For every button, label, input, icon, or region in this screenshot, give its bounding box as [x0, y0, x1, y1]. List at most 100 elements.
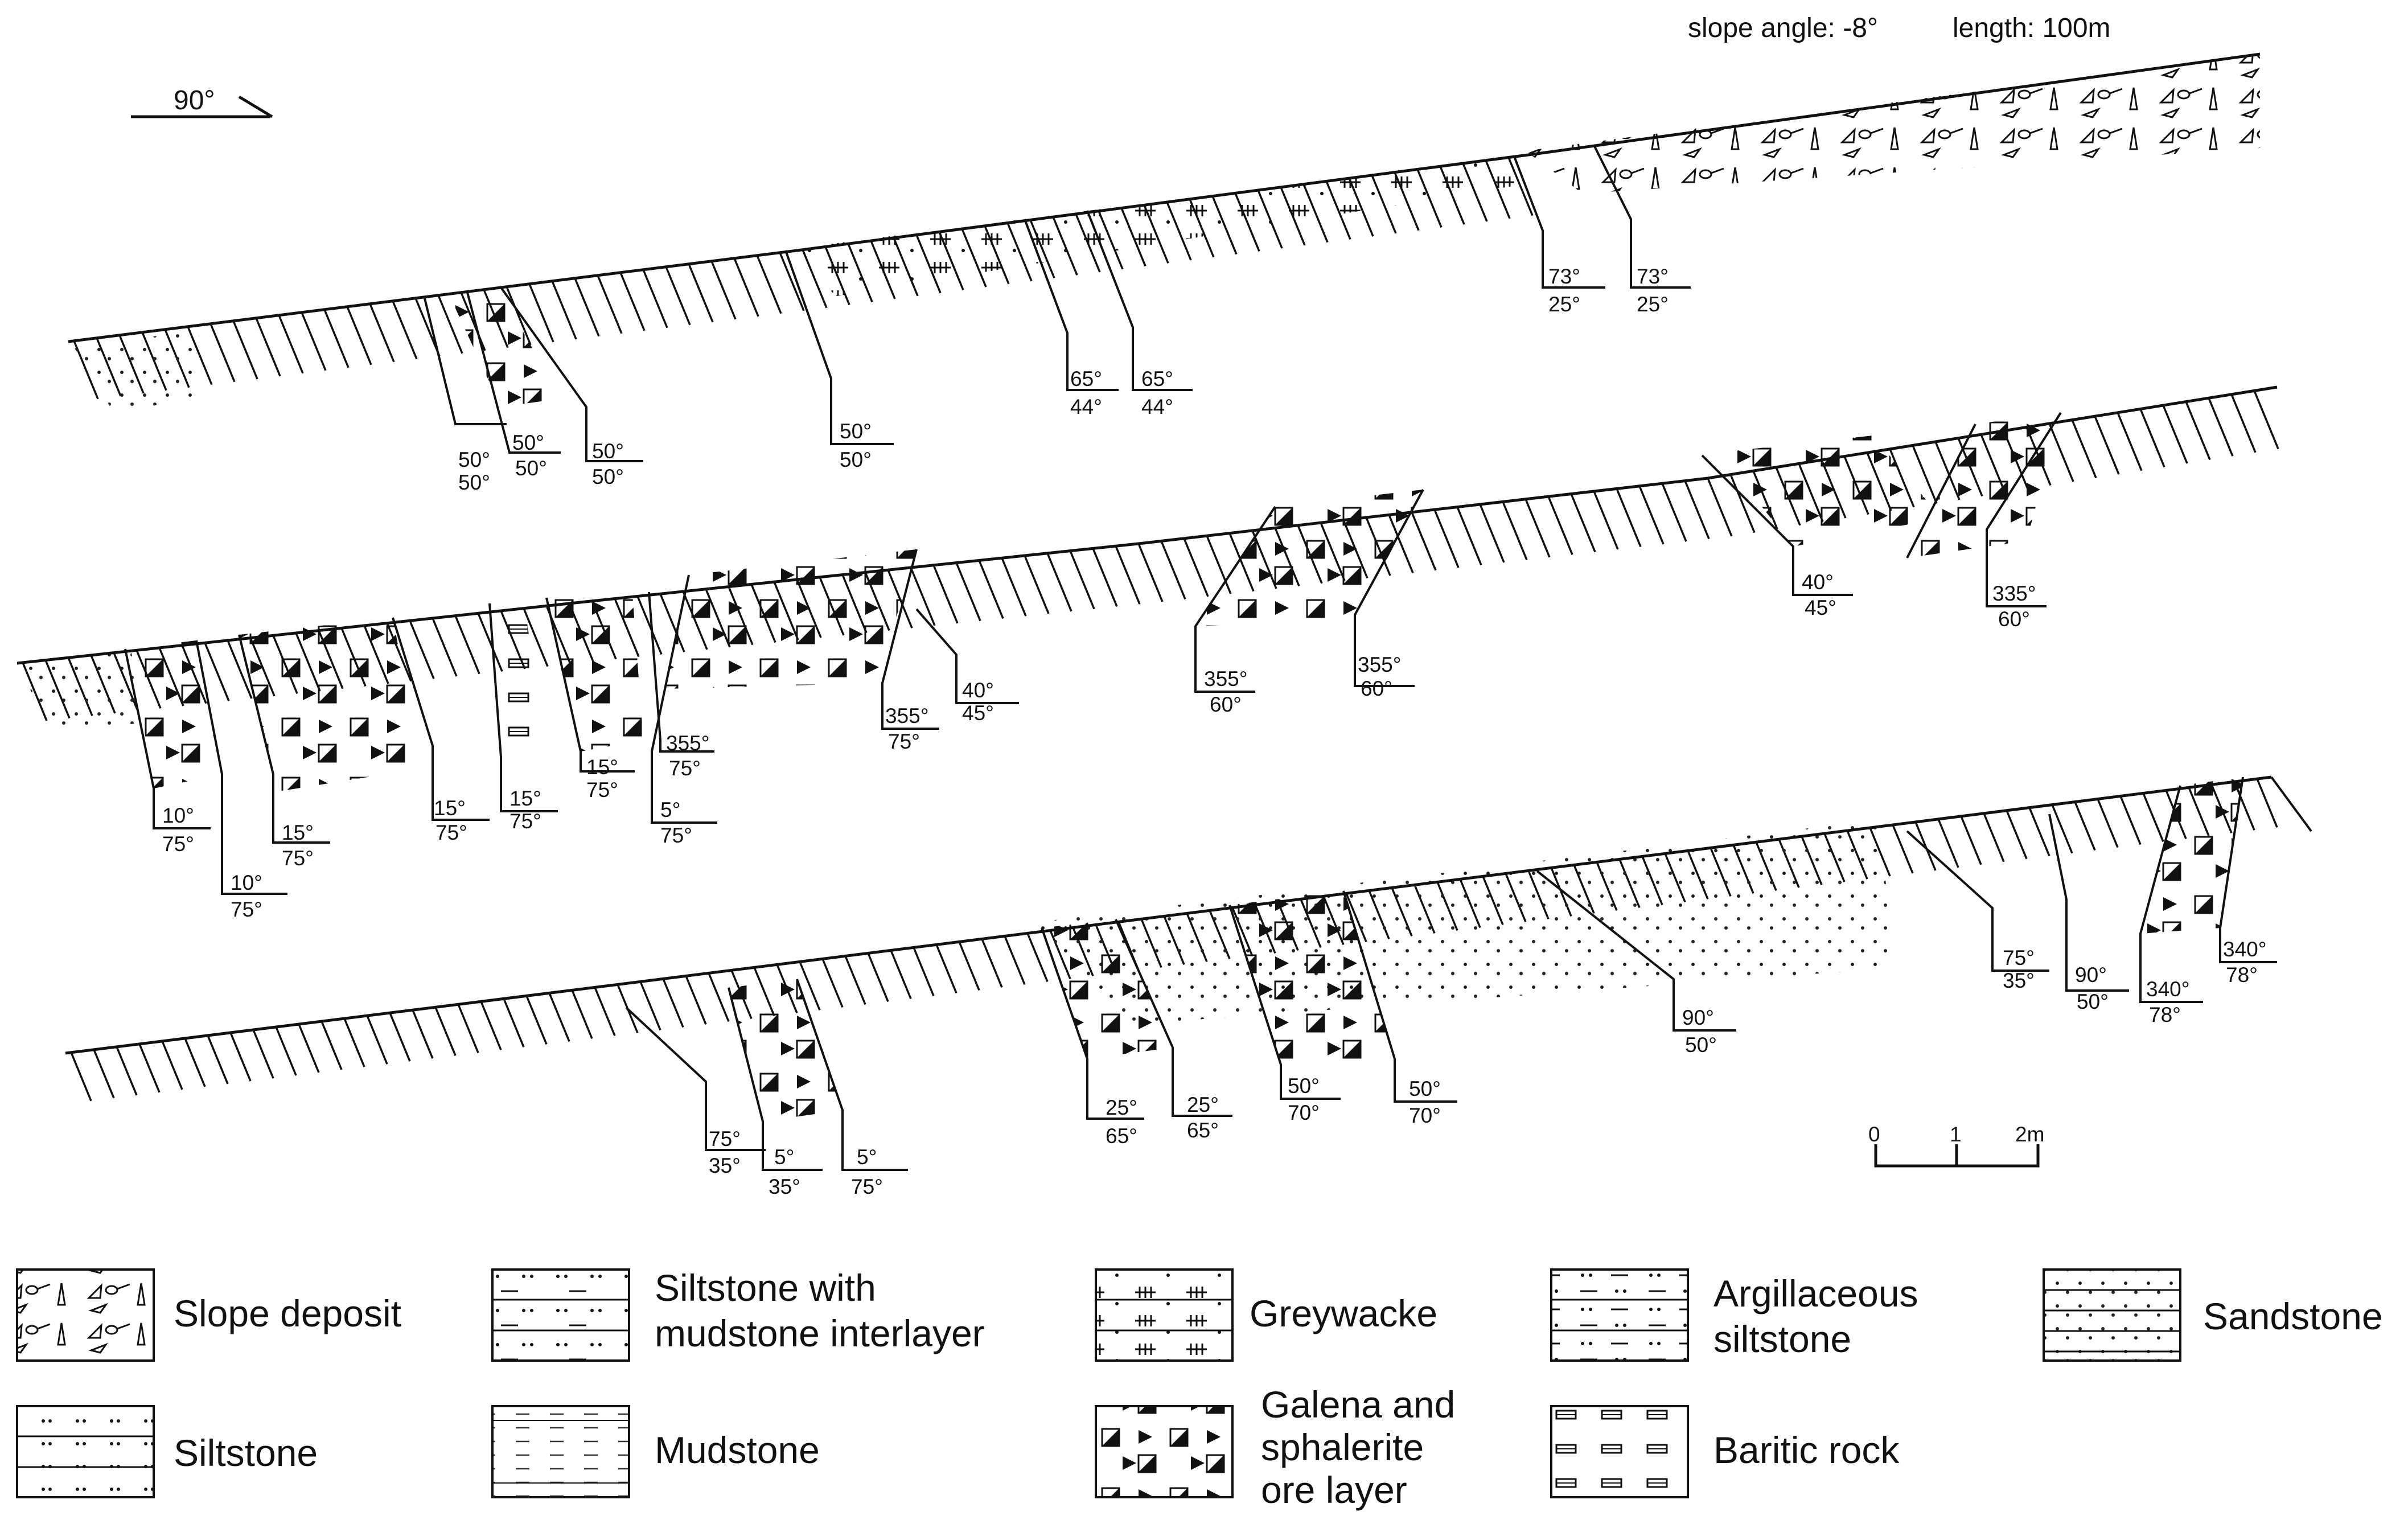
- attitude-dip: 50°: [458, 471, 490, 494]
- bedding-hatch-line: [2142, 792, 2164, 843]
- attitude-dip: 65°: [1187, 1119, 1219, 1142]
- bedding-hatch-line: [1892, 824, 1914, 874]
- bedding-hatch-line: [665, 266, 691, 326]
- profile-2-ore-body-1: [125, 640, 222, 788]
- bedding-hatch-line: [2256, 778, 2278, 828]
- profile-1: 50° 50° 50° 50° 50° 50° 50° 50° 65° 44° …: [68, 52, 2261, 494]
- legend-ore-label-2: sphalerite: [1261, 1426, 1424, 1468]
- attitude-strike: 40°: [1802, 570, 1834, 594]
- bedding-hatch-line: [227, 640, 253, 699]
- bedding-hatch-line: [2208, 397, 2234, 457]
- bedding-hatch-line: [480, 1001, 502, 1050]
- bedding-hatch-line: [2028, 807, 2051, 857]
- bedding-hatch-line: [548, 992, 570, 1042]
- legend-silt-mud-swatch: [491, 1268, 630, 1362]
- bedding-hatch-line: [432, 618, 458, 677]
- legend-silt-mud-label-2: mudstone interlayer: [655, 1312, 985, 1354]
- legend-baritic-swatch: [1550, 1405, 1689, 1498]
- bedding-hatch-line: [890, 950, 912, 1000]
- bedding-hatch-line: [636, 595, 663, 655]
- legend-ore-label-3: ore layer: [1261, 1469, 1407, 1511]
- bedding-hatch-line: [275, 1026, 297, 1076]
- bedding-hatch-line: [184, 1038, 206, 1087]
- bedding-hatch-line: [1661, 483, 1687, 542]
- legend: Slope deposit Siltstone with mudstone in…: [16, 1267, 2383, 1511]
- bedding-hatch-line: [232, 321, 258, 380]
- attitude-strike: 10°: [162, 804, 194, 827]
- bedding-hatch-line: [369, 303, 395, 363]
- legend-argillaceous-swatch: [1550, 1268, 1689, 1362]
- attitude-dip: 50°: [515, 457, 547, 480]
- bedding-hatch-line: [685, 975, 707, 1025]
- bedding-hatch-line: [2051, 804, 2073, 854]
- attitude-dip: 50°: [840, 448, 872, 471]
- orientation-label: 90°: [174, 85, 215, 116]
- attitude-strike: 65°: [1141, 367, 1173, 391]
- bedding-hatch-line: [642, 269, 668, 328]
- profile-2-contacts: [124, 412, 2062, 895]
- bedding-hatch-line: [323, 309, 350, 368]
- bedding-hatch-line: [1479, 504, 1505, 563]
- profile-2-ore-body-7: [1907, 413, 2061, 558]
- attitude-strike: 340°: [2146, 977, 2190, 1001]
- bedding-hatch-line: [301, 312, 327, 371]
- attitude-dip: 44°: [1070, 395, 1102, 418]
- legend-greywacke-label: Greywacke: [1250, 1292, 1437, 1334]
- bedding-hatch-line: [799, 961, 821, 1011]
- bedding-hatch-line: [209, 323, 236, 383]
- attitude-dip: 78°: [2226, 963, 2258, 987]
- bedding-hatch-line: [574, 278, 600, 337]
- legend-mudstone-label: Mudstone: [655, 1429, 820, 1471]
- attitude-strike: 5°: [774, 1145, 794, 1169]
- bedding-hatch-line: [867, 952, 889, 1003]
- attitude-strike: 5°: [660, 798, 680, 821]
- attitude-strike: 65°: [1070, 367, 1102, 391]
- profile-3: 75° 35° 5° 35° 5° 75° 25° 65° 25° 65° 50…: [65, 775, 2312, 1198]
- bedding-hatch-line: [2074, 801, 2096, 851]
- bedding-hatch-line: [2230, 394, 2257, 453]
- attitude-dip: 35°: [2003, 969, 2035, 992]
- bedding-hatch-line: [958, 941, 980, 991]
- bedding-hatch-line: [978, 560, 1004, 619]
- bedding-hatch-line: [229, 1032, 252, 1082]
- attitude-dip: 25°: [1548, 293, 1580, 316]
- bedding-hatch-line: [1684, 480, 1710, 540]
- profile-2-ore-body-3: [546, 586, 643, 751]
- bedding-hatch-line: [710, 261, 737, 320]
- attitude-dip: 75°: [586, 778, 618, 802]
- bedding-hatch-line: [597, 275, 623, 334]
- attitude-dip: 75°: [888, 730, 920, 753]
- attitude-strike: 25°: [1106, 1096, 1137, 1119]
- bedding-hatch-line: [457, 1004, 479, 1053]
- bedding-hatch-line: [1001, 557, 1027, 617]
- attitude-strike: 50°: [458, 448, 490, 471]
- bedding-hatch-line: [2006, 810, 2028, 860]
- attitude-strike: 355°: [1358, 653, 1402, 676]
- bedding-hatch-line: [2185, 401, 2211, 461]
- attitude-strike: 50°: [512, 431, 544, 454]
- orientation-arrow: 90°: [131, 85, 273, 118]
- attitude-dip: 60°: [1210, 693, 1242, 716]
- bedding-hatch-line: [756, 255, 782, 314]
- attitude-strike: 75°: [709, 1127, 741, 1151]
- bedding-hatch-line: [1137, 543, 1164, 602]
- bedding-hatch-line: [551, 281, 577, 340]
- attitude-strike: 355°: [885, 704, 929, 728]
- profile-2-surface: [17, 385, 2278, 665]
- bedding-hatch-line: [932, 565, 959, 624]
- legend-siltstone-swatch: [16, 1405, 155, 1498]
- attitude-dip: 35°: [709, 1154, 741, 1177]
- bedding-hatch-line: [821, 958, 844, 1008]
- attitude-dip: 75°: [509, 810, 541, 833]
- attitude-strike: 355°: [666, 732, 710, 755]
- bedding-hatch-line: [688, 264, 714, 323]
- attitude-strike: 75°: [2003, 946, 2035, 969]
- bedding-hatch-line: [2094, 416, 2120, 475]
- bedding-hatch-line: [528, 284, 554, 343]
- profile-1-sandstone-dots: [74, 330, 199, 413]
- attitude-dip: 60°: [1998, 607, 2030, 631]
- profile-2-ore-body-4: [666, 549, 917, 689]
- bedding-hatch-line: [454, 615, 480, 675]
- bedding-hatch-line: [207, 1035, 229, 1084]
